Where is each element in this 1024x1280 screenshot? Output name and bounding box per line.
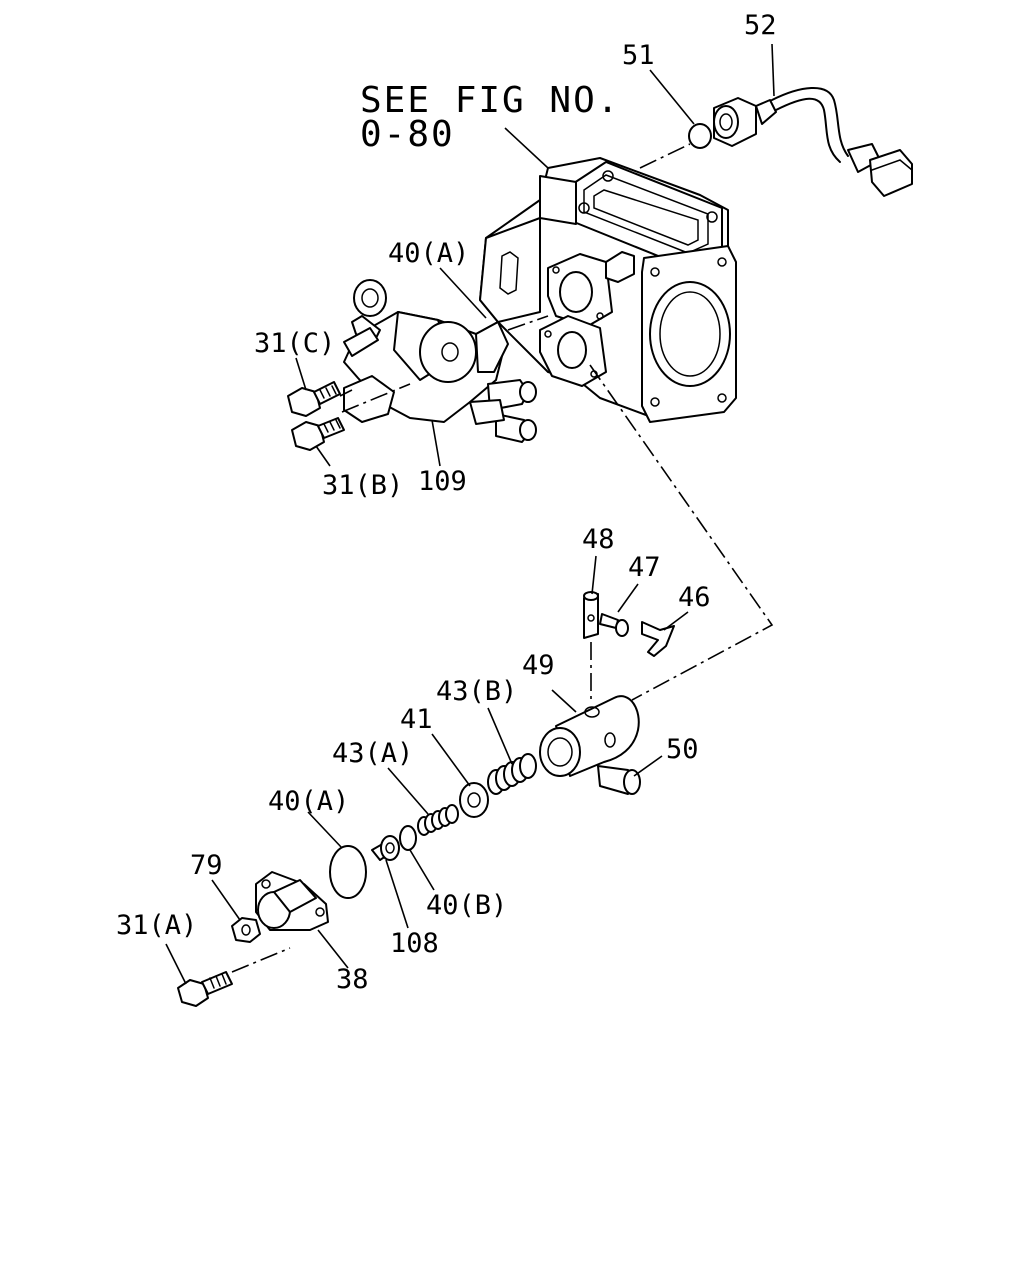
callout-40b: 40(B) [426,890,507,921]
nut-79 [231,917,261,943]
callout-50: 50 [666,734,699,765]
callout-31c: 31(C) [254,328,335,359]
valve-housing-49 [539,695,640,777]
callout-41: 41 [400,704,433,735]
callout-51: 51 [622,40,655,71]
gasket-40a-upper [539,315,607,387]
callout-108: 108 [390,928,439,959]
plunger-50 [597,765,641,795]
screw-47 [599,613,629,637]
pin-48 [583,591,599,639]
reference-line-1: SEE FIG NO. [360,80,620,121]
oring-40b [399,825,417,851]
assembly-lines [231,143,774,973]
callout-38: 38 [336,964,369,995]
callout-49: 49 [522,650,555,681]
reference-leader [504,127,549,169]
callout-79: 79 [190,850,223,881]
callout-40a-lower: 40(A) [268,786,349,817]
spring-43a [417,804,459,836]
spring-43b [487,753,537,795]
callout-43a: 43(A) [332,738,413,769]
oring-51 [688,123,712,149]
callout-31b: 31(B) [322,470,403,501]
washer-41 [459,782,489,818]
callout-31a: 31(A) [116,910,197,941]
valve-108 [371,835,400,861]
cover-38 [255,871,329,931]
bolt-31a [177,971,233,1007]
callout-43b: 43(B) [436,676,517,707]
reference-line-2: 0-80 [360,114,455,155]
leader-lines [165,43,775,985]
callout-48: 48 [582,524,615,555]
bolt-31c [287,381,341,417]
callout-52: 52 [744,10,777,41]
callout-109: 109 [418,466,467,497]
idle-air-control-valve-109 [343,279,537,443]
callout-labels: 52 51 40(A) 31(C) 31(B) 109 48 47 46 49 … [116,10,777,995]
bolt-31b [291,417,345,451]
gasket-40a-lower [329,845,367,899]
callout-40a-upper: 40(A) [388,238,469,269]
reference-note: SEE FIG NO. 0-80 [360,80,620,169]
callout-47: 47 [628,552,661,583]
sensor-52 [713,86,913,197]
callout-46: 46 [678,582,711,613]
